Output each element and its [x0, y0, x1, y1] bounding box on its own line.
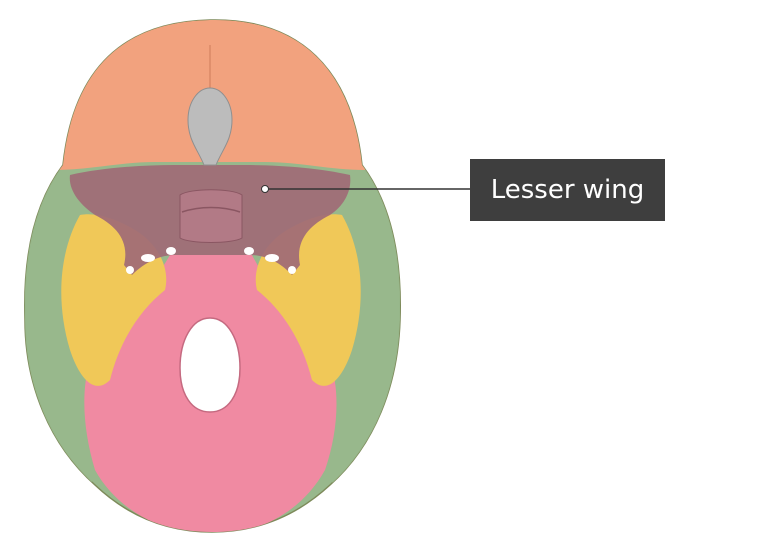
- foramen-right-2: [244, 247, 254, 255]
- foramen-magnum: [179, 317, 241, 413]
- sella-turcica: [179, 189, 243, 243]
- leader-pin: [261, 185, 269, 193]
- ethmoid-bone: [187, 87, 233, 166]
- lesser-wing-label-text: Lesser wing: [490, 175, 645, 205]
- foramen-right-1: [265, 254, 279, 262]
- foramen-left-1: [141, 254, 155, 262]
- foramen-left-3: [126, 266, 134, 274]
- dorsum-sellae: [181, 206, 241, 213]
- lesser-wing-label: Lesser wing: [470, 159, 665, 221]
- foramen-right-3: [288, 266, 296, 274]
- foramen-left-2: [166, 247, 176, 255]
